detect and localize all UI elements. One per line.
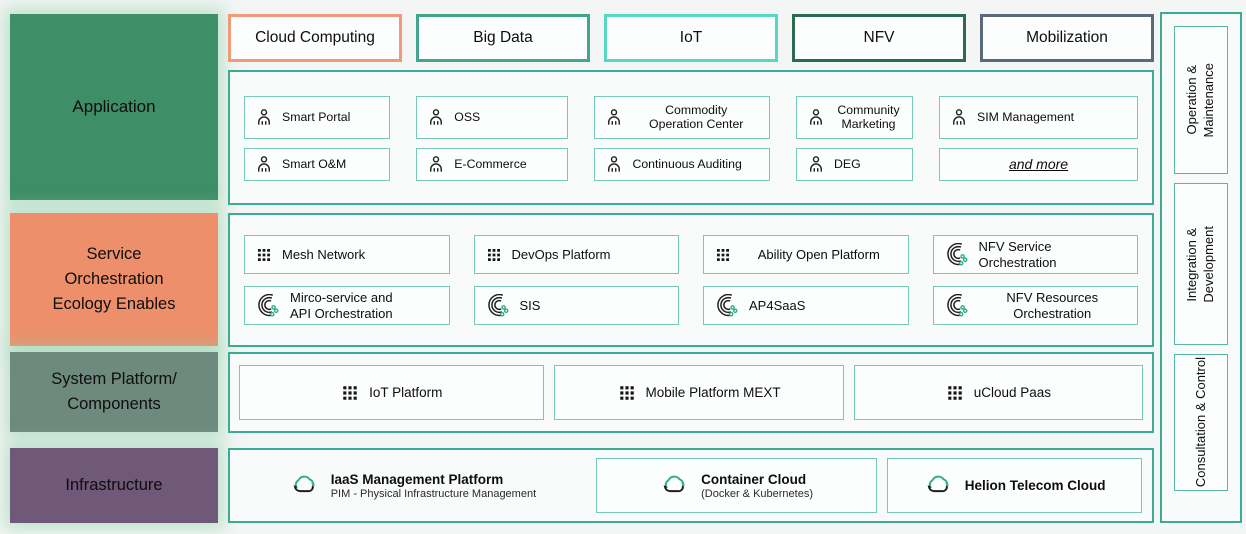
infra-item-title: IaaS Management Platform <box>330 471 504 487</box>
side-panel: Operation & Maintenance Integration & De… <box>1160 12 1242 523</box>
app-item-label: and more <box>1008 155 1069 172</box>
side-panel-consultation-control: Consultation & Control <box>1174 354 1228 491</box>
category-cloud-computing: Cloud Computing <box>228 14 402 62</box>
category-nfv: NFV <box>792 14 966 62</box>
infra-item-title: Helion Telecom Cloud <box>964 478 1106 493</box>
service-item-label: NFV Resources Orchestration <box>1006 290 1099 321</box>
app-item-smart-portal: Smart Portal <box>244 96 391 139</box>
infra-item-title: Container Cloud <box>701 471 807 487</box>
service-orchestration-panel: Mesh Network DevOps Platform Ability Ope… <box>228 213 1154 347</box>
infra-item-text: IaaS Management Platform PIM - Physical … <box>331 472 536 500</box>
infra-item-iaas-management-platform: IaaS Management Platform PIM - Physical … <box>240 458 586 513</box>
infra-item-text: Container Cloud (Docker & Kubernetes) <box>701 472 813 500</box>
category-row: Cloud Computing Big Data IoT NFV Mobiliz… <box>228 14 1154 62</box>
application-items-panel: Smart Portal OSS Commodity Operation Cen… <box>228 70 1154 205</box>
orchestration-icon <box>945 243 969 267</box>
service-item-ability-open-platform: Ability Open Platform <box>703 235 909 274</box>
person-icon <box>604 154 624 174</box>
service-item-mesh-network: Mesh Network <box>244 235 450 274</box>
system-item-ucloud-paas: uCloud Paas <box>853 365 1143 420</box>
side-panel-label: Operation & Maintenance <box>1184 62 1216 138</box>
layer-infrastructure: Infrastructure <box>10 448 218 523</box>
grid-icon <box>618 384 636 402</box>
service-item-mirco-service-api-orchestration: Mirco-service and API Orchestration <box>244 286 450 325</box>
side-panel-integration-development: Integration & Development <box>1174 183 1228 345</box>
grid-icon <box>715 247 731 263</box>
app-item-community-marketing: Community Marketing <box>796 96 914 139</box>
infrastructure-panel: IaaS Management Platform PIM - Physical … <box>228 448 1154 523</box>
service-item-nfv-service-orchestration: NFV Service Orchestration <box>932 235 1138 274</box>
app-item-commodity-operation-center: Commodity Operation Center <box>594 96 770 139</box>
infra-item-text: Helion Telecom Cloud <box>965 478 1106 493</box>
service-item-label: DevOps Platform <box>511 246 611 262</box>
person-icon <box>949 107 969 127</box>
app-item-and-more: and more <box>939 147 1138 181</box>
cloud-sync-icon <box>660 473 690 499</box>
system-item-label: IoT Platform <box>369 384 443 400</box>
system-platform-panel: IoT Platform Mobile Platform MEXT uCloud… <box>228 352 1154 433</box>
layer-service-orchestration: Service Orchestration Ecology Enables <box>10 213 218 346</box>
system-item-mobile-platform-mext: Mobile Platform MEXT <box>554 365 844 420</box>
service-item-label: NFV Service Orchestration <box>978 239 1057 270</box>
service-item-nfv-resources-orchestration: NFV Resources Orchestration <box>932 286 1138 325</box>
service-item-label: Mirco-service and API Orchestration <box>290 290 393 321</box>
infra-item-subtitle: (Docker & Kubernetes) <box>701 487 813 500</box>
app-item-smart-om: Smart O&M <box>244 147 391 181</box>
system-item-label: uCloud Paas <box>973 384 1052 400</box>
app-item-sim-management: SIM Management <box>939 96 1138 139</box>
app-item-label: SIM Management <box>977 110 1075 124</box>
person-icon <box>254 154 274 174</box>
app-item-label: Commodity Operation Center <box>649 102 744 132</box>
app-item-label: E-Commerce <box>454 157 527 171</box>
side-panel-label: Consultation & Control <box>1192 357 1208 488</box>
person-icon <box>806 107 826 127</box>
person-icon <box>426 154 446 174</box>
orchestration-icon <box>486 294 510 318</box>
app-item-label: Continuous Auditing <box>632 157 742 171</box>
person-icon <box>604 107 624 127</box>
service-item-ap4saas: AP4SaaS <box>703 286 909 325</box>
orchestration-icon <box>256 294 280 318</box>
layer-system-platform: System Platform/ Components <box>10 352 218 432</box>
service-item-label: Ability Open Platform <box>757 246 880 262</box>
side-panel-operation-maintenance: Operation & Maintenance <box>1174 26 1228 174</box>
app-item-oss: OSS <box>416 96 569 139</box>
system-item-label: Mobile Platform MEXT <box>645 384 781 400</box>
category-big-data: Big Data <box>416 14 590 62</box>
orchestration-icon <box>945 294 969 318</box>
cloud-sync-icon <box>290 473 320 499</box>
service-item-sis: SIS <box>473 286 679 325</box>
category-iot: IoT <box>604 14 778 62</box>
grid-icon <box>946 384 964 402</box>
infra-item-container-cloud: Container Cloud (Docker & Kubernetes) <box>595 458 878 513</box>
person-icon <box>806 154 826 174</box>
cloud-sync-icon <box>924 473 954 499</box>
app-item-label: Smart O&M <box>282 157 347 171</box>
app-item-e-commerce: E-Commerce <box>416 147 569 181</box>
category-mobilization: Mobilization <box>980 14 1154 62</box>
system-item-iot-platform: IoT Platform <box>239 365 545 420</box>
orchestration-icon <box>715 294 739 318</box>
app-item-label: DEG <box>834 157 861 171</box>
app-item-deg: DEG <box>796 147 914 181</box>
infra-item-subtitle: PIM - Physical Infrastructure Management <box>330 487 537 500</box>
person-icon <box>254 107 274 127</box>
app-item-label: OSS <box>454 110 481 124</box>
service-item-label: Mesh Network <box>282 246 366 262</box>
app-item-label: Community Marketing <box>837 102 900 132</box>
layer-application: Application <box>10 14 218 200</box>
person-icon <box>426 107 446 127</box>
service-item-label: SIS <box>519 297 541 313</box>
service-item-devops-platform: DevOps Platform <box>473 235 679 274</box>
grid-icon <box>256 247 272 263</box>
service-item-label: AP4SaaS <box>749 297 806 313</box>
app-item-label: Smart Portal <box>282 110 351 124</box>
grid-icon <box>341 384 359 402</box>
side-panel-label: Integration & Development <box>1184 225 1216 303</box>
app-item-continuous-auditing: Continuous Auditing <box>594 147 770 181</box>
infra-item-helion-telecom-cloud: Helion Telecom Cloud <box>887 458 1142 513</box>
grid-icon <box>486 247 502 263</box>
